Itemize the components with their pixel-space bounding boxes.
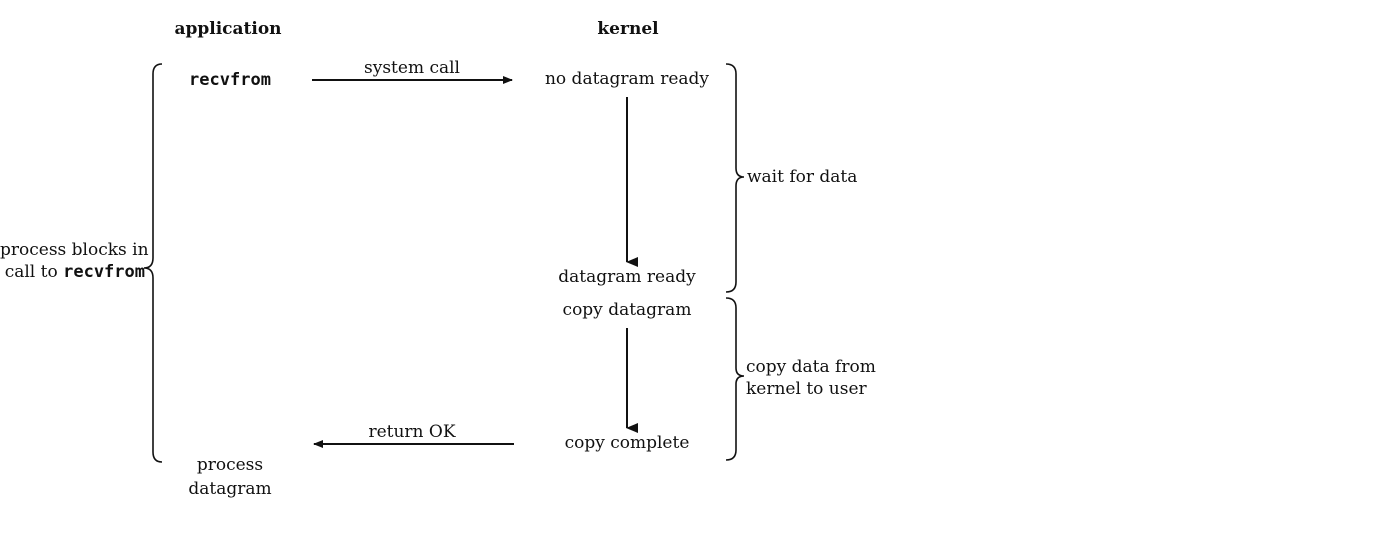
recvfrom-call: recvfrom — [189, 70, 271, 90]
system-call-label: system call — [364, 58, 460, 78]
process-blocks-line2: call to recvfrom — [0, 261, 145, 283]
process-blocks-line1: process blocks in — [0, 240, 149, 260]
copy-complete: copy complete — [564, 433, 690, 453]
datagram-ready: datagram ready — [558, 267, 696, 287]
copy-datagram: copy datagram — [562, 300, 692, 320]
process-datagram-line2: datagram — [188, 479, 272, 499]
kernel-header: kernel — [597, 19, 659, 39]
wait-brace — [725, 63, 745, 293]
copy-brace — [725, 297, 745, 461]
left-brace — [143, 63, 163, 463]
application-header: application — [174, 19, 282, 39]
process-blocks-call: recvfrom — [63, 262, 145, 282]
return-ok-label: return OK — [368, 422, 456, 442]
process-datagram-line1: process — [196, 455, 264, 475]
copy-data-label-line1: copy data from — [746, 357, 876, 377]
process-blocks-prefix: call to — [4, 262, 64, 282]
no-datagram-ready: no datagram ready — [544, 69, 710, 89]
copy-data-label-line2: kernel to user — [746, 379, 867, 399]
wait-for-data-label: wait for data — [747, 167, 858, 187]
